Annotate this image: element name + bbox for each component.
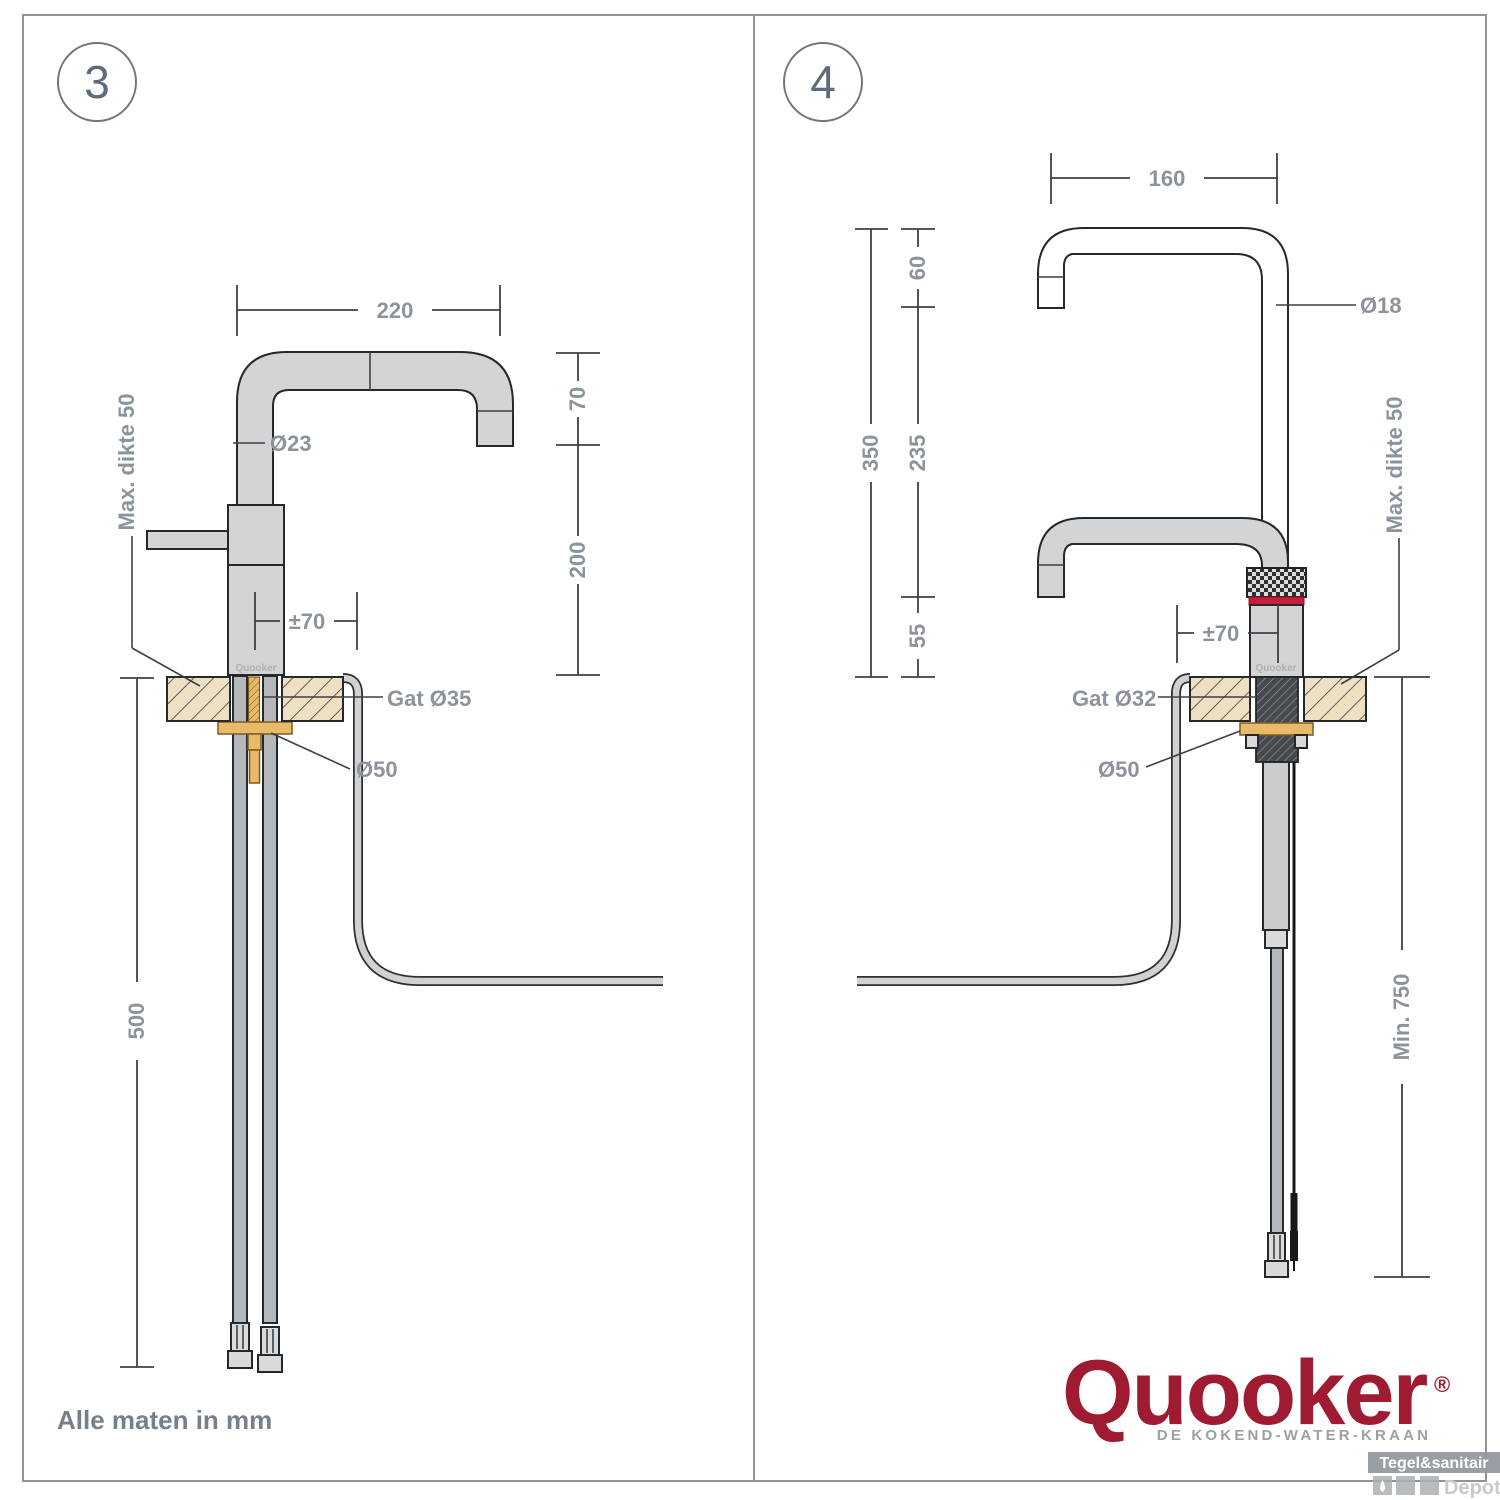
watermark-band: [1368, 1452, 1500, 1473]
threaded-rod: [247, 676, 261, 723]
dim-o50-right: Ø50: [1098, 730, 1241, 782]
water-hose-outline: [342, 673, 663, 986]
svg-text:70: 70: [565, 387, 590, 411]
red-ring: [1248, 596, 1305, 606]
registered-mark: ®: [1434, 1372, 1450, 1397]
dim-o18: Ø18: [1276, 293, 1402, 318]
step-3-circle: [57, 42, 137, 122]
water-hose: [342, 674, 663, 985]
svg-text:200: 200: [565, 542, 590, 579]
countertop-right: [1303, 676, 1367, 722]
fixing-bolt: [247, 733, 262, 751]
faucet-brand-text: Quooker: [1255, 663, 1296, 674]
hose-fitting: [1264, 1232, 1289, 1278]
dim-gat-o32: Gat Ø32: [1072, 686, 1256, 711]
watermark-square-3: [1420, 1476, 1439, 1495]
svg-text:350: 350: [858, 435, 883, 472]
svg-text:Max. dikte 50: Max. dikte 50: [114, 394, 139, 531]
fixing-nut: [217, 721, 293, 735]
dim-60-235-55: 60 235 55: [901, 228, 935, 678]
countertop-left: [166, 676, 231, 722]
panel-3-drawing: Quooker 220 Ø23 70 200: [57, 285, 663, 1435]
countertop-right: [281, 676, 344, 722]
dim-max-dikte-50-left: Max. dikte 50: [114, 394, 201, 687]
dim-plusminus70: ±70: [254, 592, 358, 650]
fixing-screw-right: [1294, 734, 1308, 749]
faucet-base-body: [1249, 604, 1304, 678]
supply-hose: [1270, 947, 1284, 1234]
svg-text:Ø50: Ø50: [1098, 757, 1140, 782]
svg-text:Min. 750: Min. 750: [1389, 974, 1414, 1061]
dim-max-dikte-50-right: Max. dikte 50: [1340, 397, 1407, 685]
faucet-body: [227, 504, 285, 676]
dim-70-200: 70 200: [556, 352, 600, 676]
watermark-primary-text: Tegel&sanitair: [1379, 1455, 1488, 1472]
svg-text:±70: ±70: [1203, 621, 1240, 646]
panel-4-drawing: Quooker: [855, 153, 1430, 1278]
supply-hose-left: [232, 675, 248, 1324]
watermark: Tegel&sanitair Depot: [1368, 1452, 1500, 1499]
svg-text:Ø18: Ø18: [1360, 293, 1402, 318]
watermark-square-2: [1396, 1476, 1415, 1495]
brand-logo: Quooker ® DE KOKEND-WATER-KRAAN: [1062, 1342, 1450, 1444]
svg-text:Ø23: Ø23: [270, 431, 312, 456]
step-4-circle: [783, 42, 863, 122]
svg-text:160: 160: [1149, 166, 1186, 191]
svg-text:500: 500: [124, 1003, 149, 1040]
svg-text:220: 220: [377, 298, 414, 323]
fixing-rod: [248, 749, 261, 784]
shank-tube: [1262, 761, 1290, 931]
step-3-number: 3: [84, 56, 110, 108]
svg-text:235: 235: [905, 435, 930, 472]
units-note: Alle maten in mm: [57, 1405, 272, 1435]
hose-fitting-right: [257, 1326, 283, 1373]
water-hose: [857, 674, 1191, 985]
spout-lowered: [1037, 517, 1289, 598]
brand-logo-text: Quooker: [1062, 1342, 1427, 1444]
svg-text:±70: ±70: [289, 609, 326, 634]
watermark-secondary-text: Depot: [1444, 1477, 1500, 1499]
svg-text:Gat Ø32: Gat Ø32: [1072, 686, 1156, 711]
sensor-cable: [1290, 762, 1298, 1271]
tube-coupling: [1264, 929, 1288, 949]
dim-220: 220: [236, 285, 501, 336]
faucet-handle: [146, 530, 229, 550]
svg-text:Gat Ø35: Gat Ø35: [387, 686, 471, 711]
dim-min-750: Min. 750: [1374, 676, 1430, 1278]
brand-tagline: DE KOKEND-WATER-KRAAN: [1157, 1427, 1431, 1444]
step-4-number: 4: [810, 56, 836, 108]
dim-plusminus70: ±70: [1176, 605, 1279, 663]
svg-text:Ø50: Ø50: [356, 757, 398, 782]
water-hose-outline: [857, 673, 1191, 986]
threaded-shank: [1255, 676, 1299, 763]
supply-hose-right: [262, 675, 278, 1324]
svg-text:Max. dikte 50: Max. dikte 50: [1382, 397, 1407, 534]
dim-o23: Ø23: [233, 431, 312, 456]
svg-text:55: 55: [905, 624, 930, 648]
knurled-collar: [1246, 567, 1307, 598]
hose-fitting-left: [227, 1322, 253, 1369]
fixing-washer: [1239, 722, 1314, 736]
countertop-left: [1189, 676, 1251, 722]
dim-350: 350: [855, 228, 888, 678]
dim-o50-left: Ø50: [270, 732, 398, 782]
faucet-brand-text: Quooker: [235, 663, 276, 674]
dim-500: 500: [120, 677, 154, 1368]
dim-160: 160: [1050, 153, 1278, 204]
svg-text:60: 60: [905, 256, 930, 280]
water-drop-icon: [1380, 1480, 1385, 1492]
fixing-screw-left: [1245, 734, 1259, 749]
faucet-spout: [236, 351, 514, 506]
dim-gat-o35: Gat Ø35: [264, 686, 471, 711]
